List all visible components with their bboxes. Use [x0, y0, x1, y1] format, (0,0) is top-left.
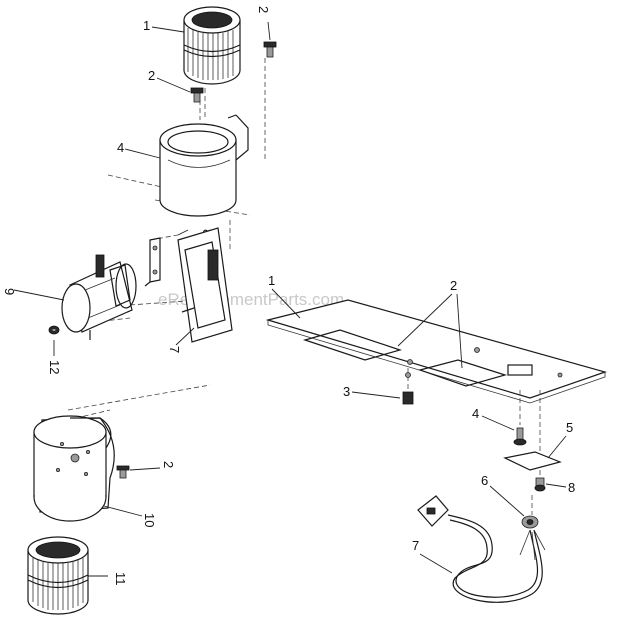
clip-nut	[48, 325, 60, 335]
grommet	[521, 495, 539, 529]
screw-bottom	[116, 465, 130, 479]
label-mounting-bracket: 7	[167, 346, 182, 353]
label-screw-4: 4	[472, 406, 479, 421]
mounting-bracket	[177, 227, 233, 343]
assembly-dashed-lines	[67, 58, 266, 421]
label-mounting-plate: 1	[268, 273, 275, 288]
power-cord	[417, 495, 546, 603]
label-screw-top-left: 2	[148, 68, 155, 83]
blower-wheel-top	[183, 6, 241, 85]
label-blower-wheel-top: 1	[143, 18, 150, 33]
blower-wheel-bottom	[27, 536, 89, 615]
small-plate	[503, 390, 562, 471]
label-small-plate: 5	[566, 420, 573, 435]
label-screw-bottom: 2	[161, 461, 176, 468]
label-motor: 9	[2, 288, 17, 295]
bracket-small	[144, 237, 161, 287]
screw-top-left	[190, 87, 204, 103]
housing-bottom	[33, 415, 115, 522]
label-spacer: 3	[343, 384, 350, 399]
label-power-cord: 7	[412, 538, 419, 553]
screw-8	[534, 470, 546, 492]
housing-top	[159, 114, 249, 217]
label-screw-top-right: 2	[256, 6, 271, 13]
spacer	[402, 368, 414, 405]
mounting-plate	[265, 299, 608, 404]
label-screw-8: 8	[568, 480, 575, 495]
screw-top-right	[263, 41, 277, 58]
motor	[61, 254, 137, 340]
label-housing-top: 4	[117, 140, 124, 155]
label-blower-wheel-bottom: 11	[113, 572, 128, 586]
label-grommet: 6	[481, 473, 488, 488]
label-housing-bottom: 10	[142, 513, 157, 527]
screw-4	[513, 390, 527, 446]
label-clip-nut: 12	[47, 360, 62, 374]
label-windows: 2	[450, 278, 457, 293]
